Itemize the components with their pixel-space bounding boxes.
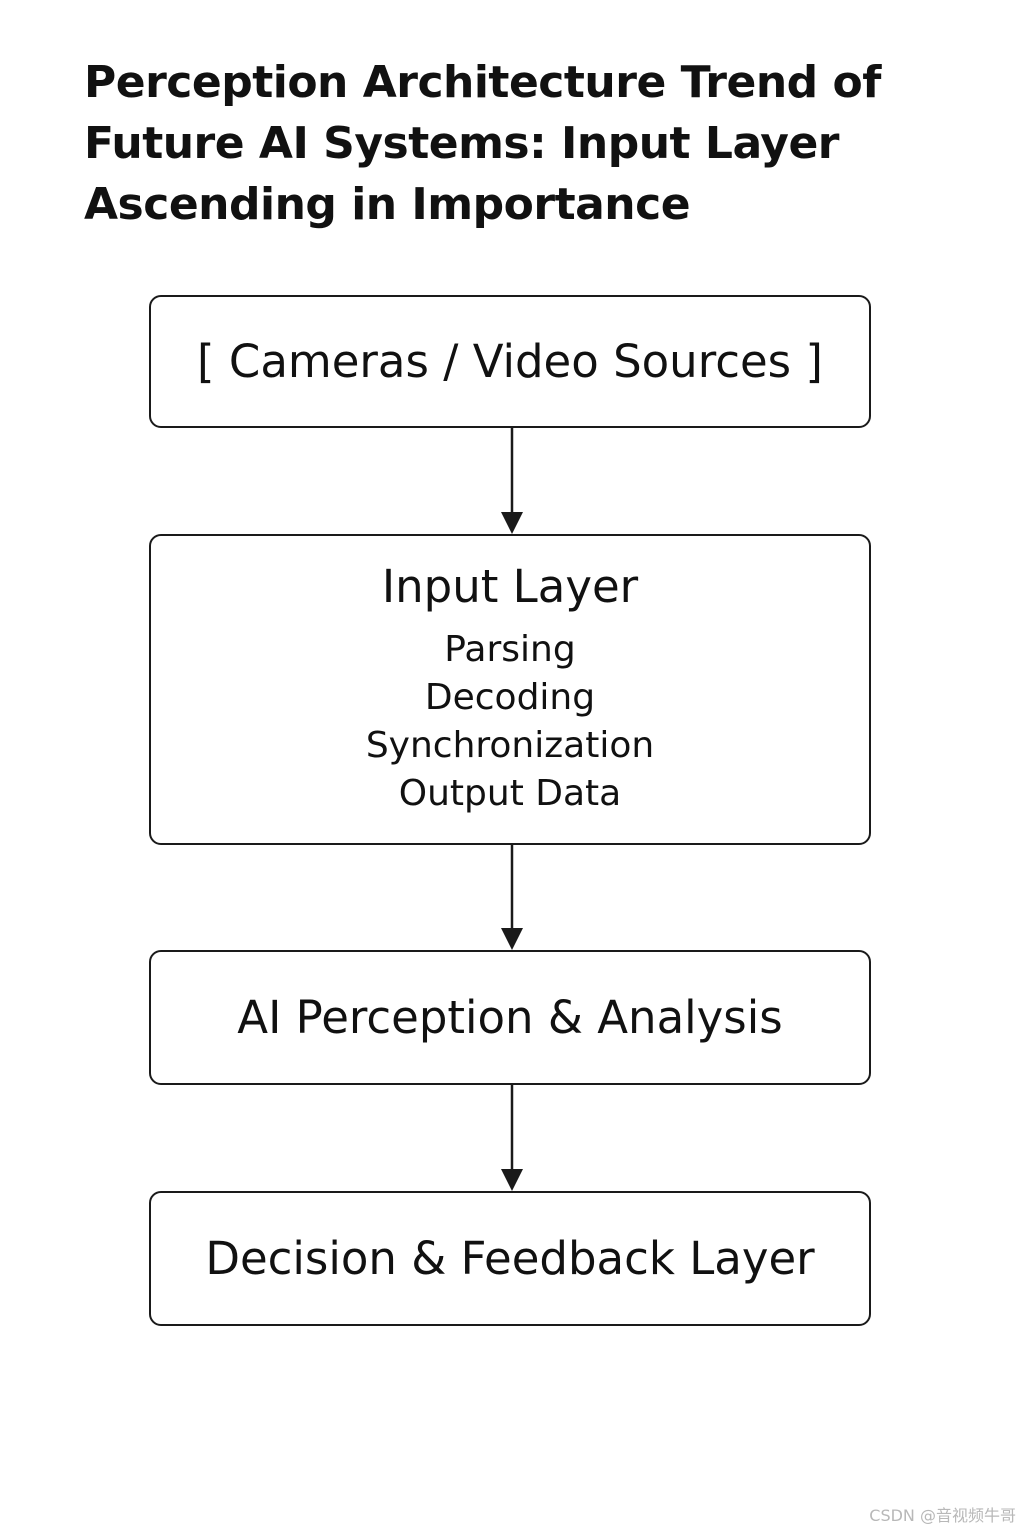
cameras-video-sources-box: [ Cameras / Video Sources ] [149,295,871,428]
decision-feedback-layer-box: Decision & Feedback Layer [149,1191,871,1326]
watermark: CSDN @音视频牛哥 [869,1506,1016,1525]
cameras-video-sources-label: [ Cameras / Video Sources ] [197,334,823,388]
arrow-ai-to-decision [501,1085,523,1191]
decision-feedback-layer-label: Decision & Feedback Layer [205,1231,815,1285]
input-step-output-data: Output Data [398,773,622,814]
arrow-cameras-to-input [501,428,523,534]
ai-perception-analysis-label: AI Perception & Analysis [237,990,783,1044]
arrow-input-to-ai [501,845,523,950]
input-step-parsing: Parsing [444,629,576,670]
input-layer-box: Input Layer Parsing Decoding Synchroniza… [149,534,871,845]
diagram-title: Perception Architecture Trend of Future … [84,57,881,230]
input-layer-steps: Parsing Decoding Synchronization Output … [366,626,654,818]
input-step-decoding: Decoding [424,677,596,718]
ai-perception-analysis-box: AI Perception & Analysis [149,950,871,1085]
input-layer-title: Input Layer [381,560,639,613]
input-step-synchronization: Synchronization [365,725,655,766]
